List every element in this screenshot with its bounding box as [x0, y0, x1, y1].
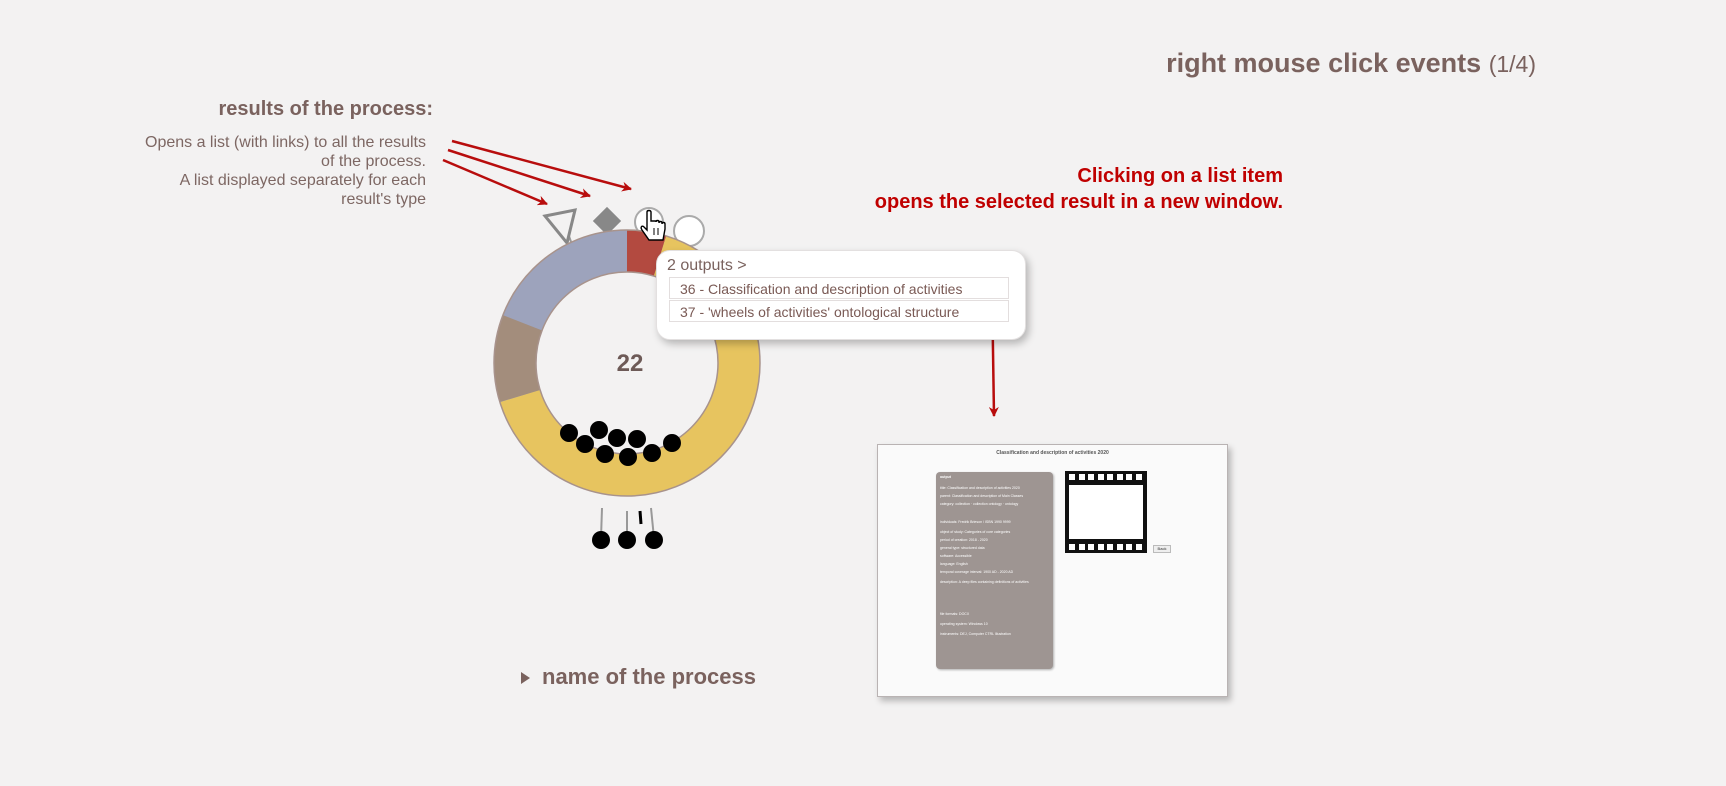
results-description-line: Opens a list (with links) to all the res…	[145, 134, 426, 151]
film-hole	[1135, 474, 1142, 480]
wheel-segment	[626, 230, 667, 277]
arrow-to-circle-icon	[451, 139, 632, 192]
click-annotation-line: Clicking on a list item	[1077, 165, 1283, 187]
film-hole	[1107, 474, 1113, 480]
process-name[interactable]: name of the process	[542, 664, 756, 689]
preview-card-row: category: collection · collection ontolo…	[940, 502, 1019, 506]
film-strip-icon	[1065, 471, 1147, 553]
film-hole	[1126, 544, 1132, 550]
preview-card-heading: output	[940, 475, 951, 479]
arrow-to-triangle-icon	[442, 158, 548, 206]
film-hole	[1078, 474, 1085, 480]
preview-card-row: parent: Classification and description o…	[940, 494, 1024, 498]
preview-card-row: instruments: DEJ, Computer CTRL Illustra…	[940, 632, 1011, 636]
film-hole	[1097, 544, 1104, 550]
wheel-inner-dots	[560, 421, 681, 466]
wheel-segment	[494, 315, 543, 403]
back-button[interactable]: Back	[1153, 545, 1171, 553]
results-description-line: A list displayed separately for each	[179, 172, 426, 189]
film-hole	[1069, 474, 1075, 480]
click-annotation-line: opens the selected result in a new windo…	[874, 191, 1283, 213]
film-hole	[1097, 474, 1104, 480]
bottom-dots[interactable]	[592, 531, 663, 549]
popup-list-item[interactable]: 37 - 'wheels of activities' ontological …	[669, 300, 1009, 322]
annotation-arrows	[442, 139, 999, 417]
page-counter: (1/4)	[1488, 51, 1536, 77]
film-hole	[1116, 544, 1123, 550]
popup-header: 2 outputs >	[667, 257, 747, 274]
preview-window-title: Classification and description of activi…	[996, 450, 1109, 456]
results-description-line: of the process.	[321, 153, 426, 170]
hand-cursor-icon	[640, 209, 666, 241]
preview-card-row: software: Accessible	[940, 554, 972, 558]
results-heading: results of the process:	[218, 98, 433, 120]
preview-output-card: output title: Classification and descrip…	[936, 472, 1053, 669]
film-hole	[1107, 544, 1113, 550]
film-hole	[1078, 544, 1085, 550]
expand-triangle-icon[interactable]	[521, 672, 530, 684]
preview-card-row: operating system: Windows 10	[940, 622, 988, 626]
film-frame	[1069, 485, 1143, 539]
page-title-text: right mouse click events	[1166, 48, 1482, 78]
click-annotation: Clicking on a list item opens the select…	[875, 163, 1283, 215]
preview-card-row: title: Classification and description of…	[940, 486, 1020, 490]
preview-card-row: object of study: Categories of core cate…	[940, 530, 1011, 534]
preview-card-row: general type: structured data	[940, 546, 985, 550]
results-description: Opens a list (with links) to all the res…	[96, 133, 426, 209]
preview-card-row: individuals: Fredrik Brieson / ISBN 1990…	[940, 520, 1011, 524]
film-hole	[1069, 544, 1075, 550]
film-hole	[1126, 474, 1132, 480]
wheel-center-count: 22	[616, 350, 644, 377]
popup-list-item[interactable]: 36 - Classification and description of a…	[669, 277, 1009, 299]
outputs-popup: 2 outputs > 36 - Classification and desc…	[656, 250, 1026, 340]
preview-card-row: temporal coverage interval: 1900 AD - 20…	[940, 570, 1014, 574]
preview-card-row: period of creation: 2018 - 2020	[940, 538, 988, 542]
arrow-to-diamond-icon	[447, 148, 591, 198]
film-hole	[1088, 474, 1094, 480]
diamond-result-icon[interactable]	[592, 206, 622, 236]
preview-card-row: language: English	[940, 562, 968, 566]
results-description-line: result's type	[341, 191, 426, 208]
result-preview-window: Classification and description of activi…	[877, 444, 1228, 697]
page-title: right mouse click events (1/4)	[1166, 48, 1536, 79]
film-hole	[1135, 544, 1142, 550]
film-hole	[1088, 544, 1094, 550]
film-hole	[1116, 474, 1123, 480]
preview-card-row: file formats: DOCX	[940, 612, 970, 616]
preview-card-row: description: A deep files containing def…	[940, 580, 1029, 584]
triangle-result-icon[interactable]	[542, 208, 578, 247]
